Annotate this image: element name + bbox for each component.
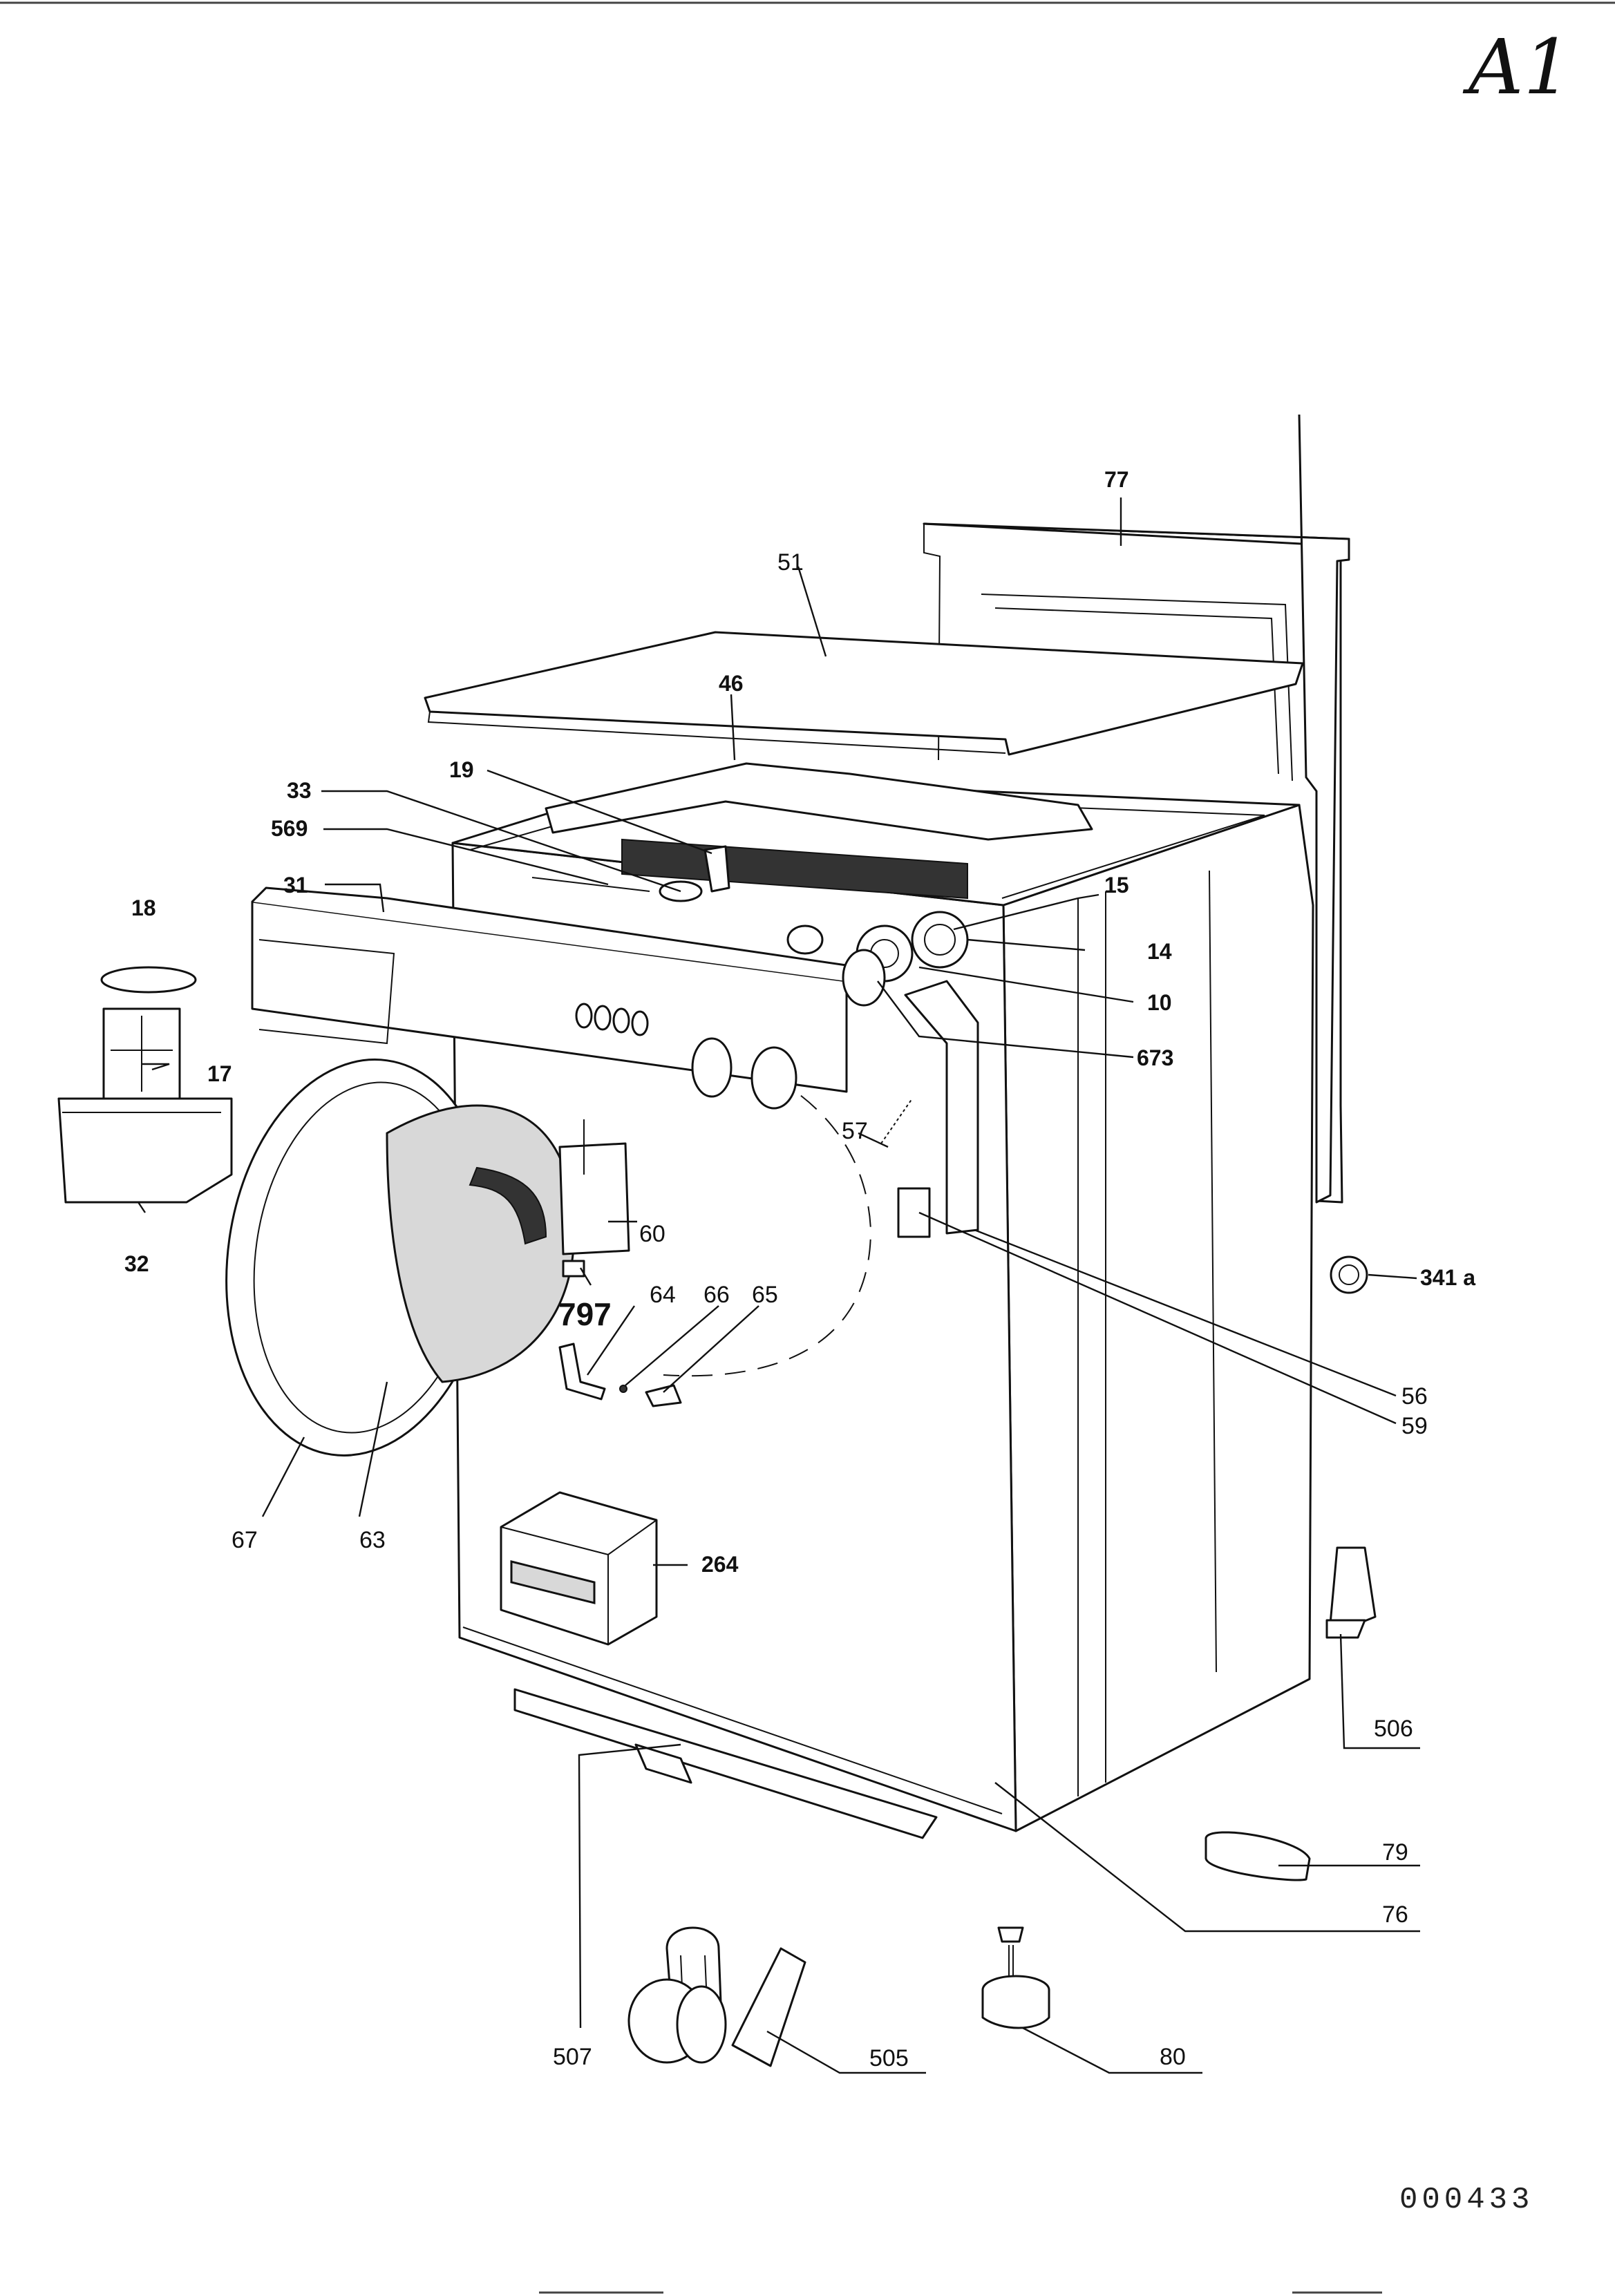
label-673: 673 xyxy=(1137,1045,1173,1070)
part-19-lock xyxy=(703,845,730,893)
part-66-pin xyxy=(619,1385,627,1393)
label-66: 66 xyxy=(703,1282,730,1308)
label-57: 57 xyxy=(842,1118,868,1144)
part-57-spring xyxy=(880,1098,913,1144)
label-67: 67 xyxy=(232,1527,258,1553)
label-19: 19 xyxy=(449,757,474,782)
part-14-valve xyxy=(911,911,969,969)
label-31: 31 xyxy=(283,873,308,898)
label-80: 80 xyxy=(1160,2044,1186,2070)
part-505-roller-trolley xyxy=(627,1926,806,2067)
label-51: 51 xyxy=(777,549,804,576)
program-knob xyxy=(691,1037,733,1098)
part-1144-knob xyxy=(786,924,824,955)
part-569-rod xyxy=(531,877,650,892)
button-1 xyxy=(575,1003,593,1029)
label-506: 506 xyxy=(1374,1716,1413,1742)
part-60-door-hinge xyxy=(558,1119,630,1255)
label-65: 65 xyxy=(752,1282,778,1308)
label-10: 10 xyxy=(1147,990,1172,1015)
label-56: 56 xyxy=(1401,1383,1428,1410)
label-76: 76 xyxy=(1382,1901,1408,1928)
label-341a: 341 a xyxy=(1420,1265,1475,1290)
part-18-drawer-cap xyxy=(100,966,197,994)
part-64-latch xyxy=(558,1343,606,1401)
label-14: 14 xyxy=(1147,939,1172,964)
label-18: 18 xyxy=(131,895,156,920)
button-3 xyxy=(612,1007,630,1034)
part-46-top-insulation xyxy=(545,762,1093,841)
part-32-drawer-front xyxy=(57,1097,233,1204)
label-46: 46 xyxy=(719,671,744,696)
part-65-catch xyxy=(645,1384,682,1407)
label-505: 505 xyxy=(869,2045,909,2071)
label-264: 264 xyxy=(701,1552,739,1577)
part-51-top-cover xyxy=(424,631,1304,756)
label-60: 60 xyxy=(639,1221,665,1247)
label-569: 569 xyxy=(271,816,308,841)
part-17-drawer-insert xyxy=(102,1007,181,1100)
label-64: 64 xyxy=(650,1282,676,1308)
part-506-rear-bracket xyxy=(1325,1546,1377,1639)
label-77: 77 xyxy=(1104,467,1129,492)
leader-lines xyxy=(138,497,1420,2074)
part-31-control-panel xyxy=(251,886,862,1110)
label-507: 507 xyxy=(553,2044,592,2070)
label-59: 59 xyxy=(1401,1413,1428,1439)
temperature-knob xyxy=(750,1046,797,1110)
part-59-switch xyxy=(897,1187,931,1238)
label-63: 63 xyxy=(359,1527,386,1553)
part-264-capacitor-block xyxy=(500,1491,658,1646)
label-17: 17 xyxy=(207,1061,232,1086)
part-63-door-glass xyxy=(386,1104,576,1383)
label-15: 15 xyxy=(1104,873,1129,898)
label-33: 33 xyxy=(287,778,312,803)
part-507-bottom-rail xyxy=(513,1688,938,1839)
label-32: 32 xyxy=(124,1251,149,1276)
part-77-back-panel xyxy=(923,414,1350,1204)
part-56-bracket xyxy=(904,980,979,1235)
button-4 xyxy=(631,1010,649,1036)
button-2 xyxy=(594,1005,612,1031)
part-341a-grommet xyxy=(1330,1255,1368,1294)
label-79: 79 xyxy=(1382,1839,1408,1866)
sheet-id: A1 xyxy=(1462,23,1571,111)
part-797-lock-clip xyxy=(562,1260,585,1278)
part-79-spacer xyxy=(1205,1831,1311,1881)
part-80-adjustable-foot xyxy=(981,1926,1050,2029)
part-673-valve-body xyxy=(842,949,886,1007)
label-797: 797 xyxy=(558,1296,612,1332)
document-number: 000433 xyxy=(1399,2183,1533,2217)
callout-labels: 77 51 46 19 33 569 31 18 17 32 15 14 10 … xyxy=(124,467,1475,2071)
